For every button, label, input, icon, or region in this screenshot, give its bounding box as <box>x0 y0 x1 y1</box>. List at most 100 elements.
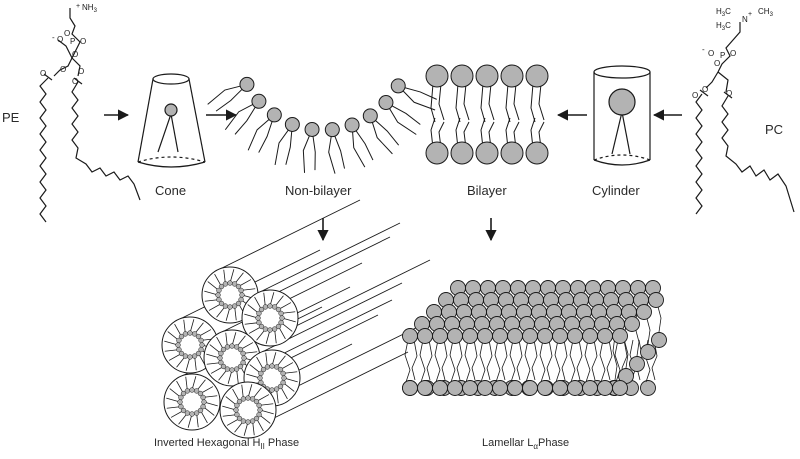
bl-tail <box>488 83 495 121</box>
bl-tail <box>430 83 436 123</box>
bl-tail <box>438 83 445 121</box>
hex-head <box>256 411 262 418</box>
lam-head-bottom <box>417 380 433 396</box>
lam-tail <box>456 339 463 381</box>
hex-head <box>273 386 280 392</box>
hex-head <box>275 306 282 313</box>
pe-o8: O <box>72 77 78 86</box>
lam-head-top <box>447 328 463 344</box>
bl-tail <box>463 83 470 121</box>
hex-head <box>215 292 221 298</box>
lam-tail <box>554 339 561 383</box>
lam-tail <box>426 339 433 381</box>
hex-head <box>178 394 184 401</box>
hex-head <box>180 390 187 397</box>
cylinder-shape <box>593 65 651 166</box>
lam-tail <box>651 339 658 381</box>
hex-head <box>240 418 247 424</box>
hex-head <box>177 399 183 405</box>
hex-head <box>199 342 205 348</box>
pe-o2: O <box>57 35 63 44</box>
bl-tail <box>455 83 461 123</box>
hex-head <box>258 370 264 377</box>
lam-tail <box>516 339 523 381</box>
hex-cylinder <box>219 381 277 439</box>
lam-head-bottom <box>432 380 448 396</box>
cylinder-label: Cylinder <box>592 183 640 198</box>
hex-head <box>240 359 246 366</box>
nb-head <box>324 122 340 138</box>
lam-head-top <box>648 292 664 308</box>
hex-head <box>176 346 182 353</box>
lam-tail <box>599 339 606 383</box>
lam-tail <box>606 339 613 381</box>
svg-text:O: O <box>702 85 708 94</box>
lam-head-bottom <box>537 380 553 396</box>
nb-tail <box>234 101 260 135</box>
lam-tail <box>449 339 456 383</box>
lam-head-top <box>477 328 493 344</box>
bl-tail <box>513 83 520 121</box>
lam-head-bottom <box>582 380 598 396</box>
hex-head <box>187 330 193 336</box>
lam-head-bottom <box>477 380 493 396</box>
lam-head-side <box>640 344 656 360</box>
hex-head <box>253 398 260 405</box>
bl-head-bottom <box>450 141 474 165</box>
hex-tube-edge <box>219 199 361 270</box>
hex-head <box>280 379 286 386</box>
lam-tail <box>531 339 538 381</box>
hex-head <box>222 281 229 287</box>
nb-tail <box>328 129 336 174</box>
hex-head <box>195 350 202 357</box>
hex-head <box>273 364 280 370</box>
nb-head <box>304 121 320 137</box>
nb-head <box>284 116 300 132</box>
lam-head-top <box>636 304 652 320</box>
hex-head <box>267 303 273 309</box>
nb-tail <box>274 124 293 166</box>
hex-head <box>256 402 262 409</box>
nb-head <box>239 76 255 92</box>
hex-head <box>256 319 262 326</box>
bl-tail <box>505 83 511 123</box>
lam-tail <box>411 339 418 381</box>
pc-label: PC <box>765 122 784 137</box>
cone-shape <box>137 73 206 168</box>
hex-head <box>227 280 233 286</box>
bl-head-bottom <box>425 141 449 165</box>
hex-head <box>269 387 275 393</box>
svg-text:CH3: CH3 <box>758 7 774 18</box>
hex-phase-label: Inverted Hexagonal HII Phase <box>154 437 300 452</box>
hex-head <box>222 303 229 309</box>
lam-head-top <box>624 316 640 332</box>
hex-head <box>220 363 227 370</box>
svg-text:N: N <box>742 15 748 24</box>
hex-head <box>218 283 225 290</box>
bilayer-schematic <box>425 64 549 165</box>
lam-tail <box>501 339 508 381</box>
hex-head <box>216 287 222 294</box>
hex-head <box>217 355 223 361</box>
lam-head-bottom <box>462 380 478 396</box>
hex-head <box>218 359 224 366</box>
lam-tail <box>546 339 553 381</box>
hex-head <box>180 407 187 414</box>
hex-head <box>245 395 251 401</box>
svg-text:O: O <box>730 49 736 58</box>
hex-head <box>182 331 189 337</box>
nb-head <box>378 95 394 111</box>
bl-tail <box>530 117 536 149</box>
hex-tube-edge <box>259 222 401 293</box>
hex-head <box>233 407 239 413</box>
lam-head-top <box>597 328 613 344</box>
hex-head <box>281 375 287 381</box>
lam-tail <box>591 339 598 381</box>
hex-head <box>191 353 198 359</box>
hex-head <box>249 418 256 424</box>
hex-head <box>237 363 244 370</box>
lam-head-top <box>537 328 553 344</box>
nb-tail <box>285 124 293 165</box>
lam-head-top <box>582 328 598 344</box>
nb-tail <box>247 114 275 151</box>
